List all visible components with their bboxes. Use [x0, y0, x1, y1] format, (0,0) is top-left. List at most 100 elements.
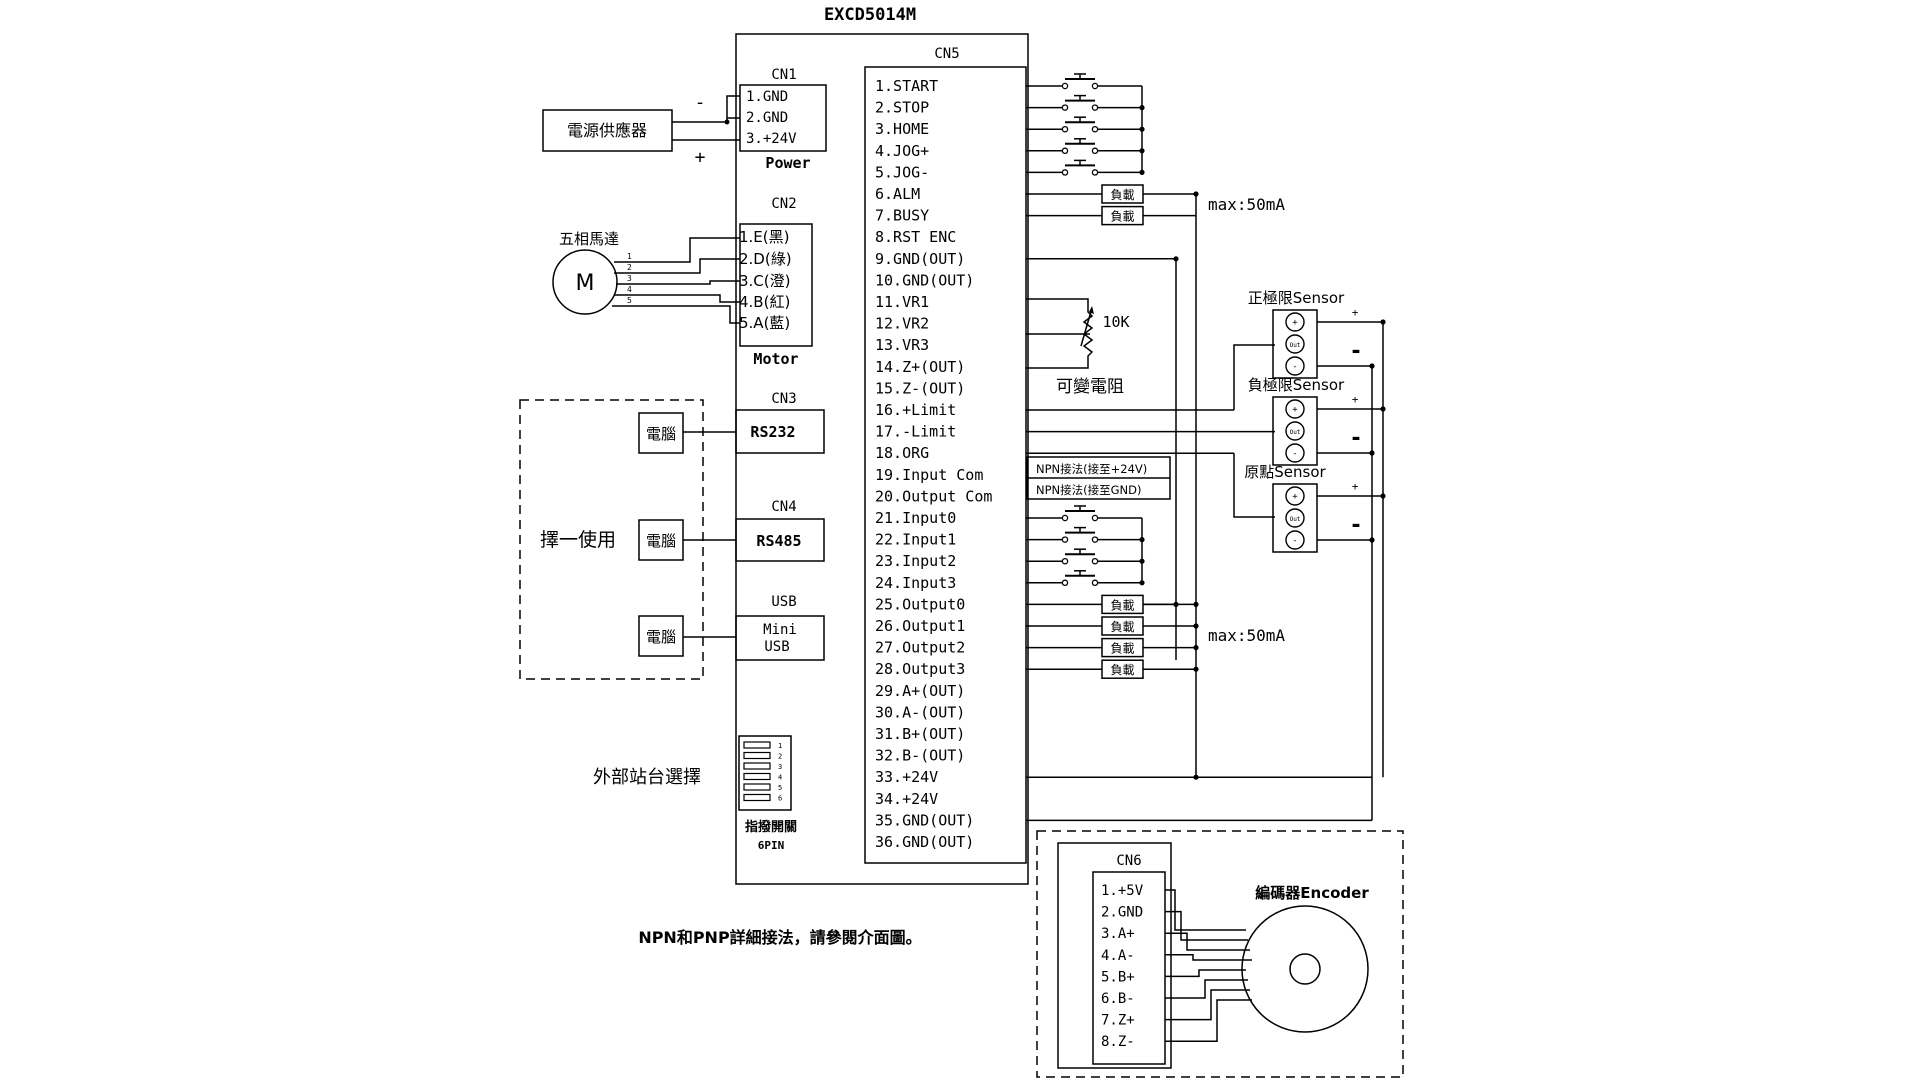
dip-switch-number: 2	[778, 753, 782, 761]
cn4-rs485: CN4 RS485	[735, 499, 825, 562]
motor-wire-2: 2	[627, 263, 632, 272]
sensor-pin-label: Out	[1290, 342, 1301, 349]
cn5-pin-4: 4.JOG+	[875, 142, 929, 160]
sensor-pin-label: -	[1292, 362, 1297, 372]
cn5-pin-30: 30.A-(OUT)	[875, 703, 965, 721]
cn6-pin-6: 6.B-	[1101, 991, 1135, 1007]
cn6-pin-7: 7.Z+	[1101, 1013, 1135, 1029]
load-box: 負載	[1026, 616, 1196, 636]
cn5-pin-9: 9.GND(OUT)	[875, 250, 965, 268]
dip-caption-1: 指撥開關	[745, 819, 797, 835]
cn5-pin-19: 19.Input Com	[875, 466, 983, 484]
npn-note-1: NPN接法(接至+24V)	[1036, 462, 1147, 476]
cn5-pin-17: 17.-Limit	[875, 423, 956, 441]
cn5-pin-7: 7.BUSY	[875, 207, 929, 225]
load-box: 負載	[1026, 205, 1196, 226]
cn5-pin-27: 27.Output2	[875, 639, 965, 657]
rs232-label: RS232	[750, 423, 795, 441]
cn6-pin-4: 4.A-	[1101, 948, 1135, 964]
sensor-pin-label: +	[1292, 318, 1298, 328]
rs485-label: RS485	[756, 532, 801, 550]
load-box: 負載	[1026, 184, 1196, 204]
cn5-pin-1: 1.START	[875, 77, 938, 95]
dip-switch-lever	[743, 741, 771, 749]
dip-switch-number: 4	[778, 774, 782, 782]
cn6-label: CN6	[1116, 853, 1141, 869]
npn-note-2: NPN接法(接至GND)	[1036, 483, 1141, 497]
sensors: +Out-+-+Out-+-+Out-+-	[1272, 306, 1386, 821]
svg-text:負載: 負載	[1110, 598, 1134, 612]
dip-switch-number: 6	[778, 795, 782, 803]
sensor-pin-label: -	[1292, 449, 1297, 459]
cn5-pin-20: 20.Output Com	[875, 487, 992, 505]
cn3-rs232: CN3 RS232	[735, 391, 825, 454]
cn5-pin-36: 36.GND(OUT)	[875, 833, 974, 851]
motor-wire-5: 5	[627, 296, 632, 305]
motor-symbol: M	[576, 271, 595, 296]
max-current-label-1: max:50mA	[1208, 195, 1285, 214]
cn3-label: CN3	[771, 391, 796, 407]
encoder-hub	[1289, 953, 1321, 985]
motor-circle	[552, 249, 618, 315]
sensor-3: +Out-+-	[1272, 480, 1386, 553]
push-button-switch	[1026, 505, 1142, 522]
svg-text:負載: 負載	[1110, 188, 1134, 202]
dip-switch-number: 5	[778, 784, 782, 792]
dip-switch-lever	[743, 783, 771, 791]
push-button-switch	[1026, 138, 1142, 155]
sensor-plus-marker: +	[1352, 480, 1359, 493]
cn5-pin-31: 31.B+(OUT)	[875, 725, 965, 743]
sensor-2: +Out-+-	[1272, 393, 1386, 466]
power-minus-label: -	[695, 92, 706, 113]
cn5-pin-18: 18.ORG	[875, 444, 929, 462]
five-phase-motor: 五相馬達 M 1 2 3 4 5	[552, 230, 632, 315]
dip-caption-2: 6PIN	[758, 839, 785, 852]
power-supply: 電源供應器 - +	[542, 92, 706, 168]
cn5-connector: CN5 1.START2.STOP3.HOME4.JOG+5.JOG-6.ALM…	[864, 46, 1027, 864]
cn5-pin-6: 6.ALM	[875, 185, 920, 203]
encoder-title: 編碼器Encoder	[1255, 884, 1369, 902]
cn5-pin-25: 25.Output0	[875, 595, 965, 613]
diagram-title: EXCD5014M	[824, 5, 916, 25]
cn6-pin-3: 3.A+	[1101, 926, 1135, 942]
power-plus-label: +	[695, 147, 706, 168]
sensor-pin-label: +	[1292, 405, 1298, 415]
cn6-pin-8: 8.Z-	[1101, 1034, 1135, 1050]
sensor-title-origin: 原點Sensor	[1244, 463, 1326, 481]
cn1-power-connector: CN1 1.GND 2.GND 3.+24V Power	[739, 67, 827, 172]
cn1-caption: Power	[765, 154, 810, 172]
cn5-label: CN5	[934, 46, 959, 62]
svg-text:負載: 負載	[1110, 620, 1134, 634]
cn5-pin-3: 3.HOME	[875, 120, 929, 138]
svg-text:負載: 負載	[1110, 642, 1134, 656]
footnote: NPN和PNP詳細接法，請參閱介面圖。	[638, 928, 921, 947]
svg-text:負載: 負載	[1110, 663, 1134, 677]
potentiometer: 10K 可變電阻	[1026, 298, 1130, 397]
cn5-pin-16: 16.+Limit	[875, 401, 956, 419]
computer-1-label: 電腦	[646, 425, 676, 443]
computer-3-label: 電腦	[646, 628, 676, 646]
sensor-pin-label: -	[1292, 536, 1297, 546]
dip-switch-lever	[743, 751, 771, 760]
usb-port-line1: Mini	[763, 622, 797, 638]
sensor-title-positive: 正極限Sensor	[1248, 289, 1345, 307]
cn2-pin-5: 5.A(藍)	[739, 314, 790, 332]
cn2-label: CN2	[771, 196, 796, 212]
push-button-switch	[1026, 526, 1142, 543]
sensor-1: +Out-+-	[1272, 306, 1386, 379]
station-select-label: 外部站台選擇	[593, 767, 701, 788]
sensor-minus-marker: -	[1349, 339, 1362, 364]
cn5-pin-10: 10.GND(OUT)	[875, 271, 974, 289]
cn5-pin-15: 15.Z-(OUT)	[875, 379, 965, 397]
cn5-pin-35: 35.GND(OUT)	[875, 811, 974, 829]
push-button-switch	[1026, 548, 1142, 565]
cn5-pin-12: 12.VR2	[875, 315, 929, 333]
sensor-title-negative: 負極限Sensor	[1248, 376, 1345, 394]
encoder-region	[1036, 830, 1404, 1078]
push-button-switch	[1026, 159, 1142, 176]
dip-switch-number: 3	[778, 763, 782, 771]
controller-body	[735, 33, 1029, 885]
dip-switch-lever	[743, 762, 771, 770]
